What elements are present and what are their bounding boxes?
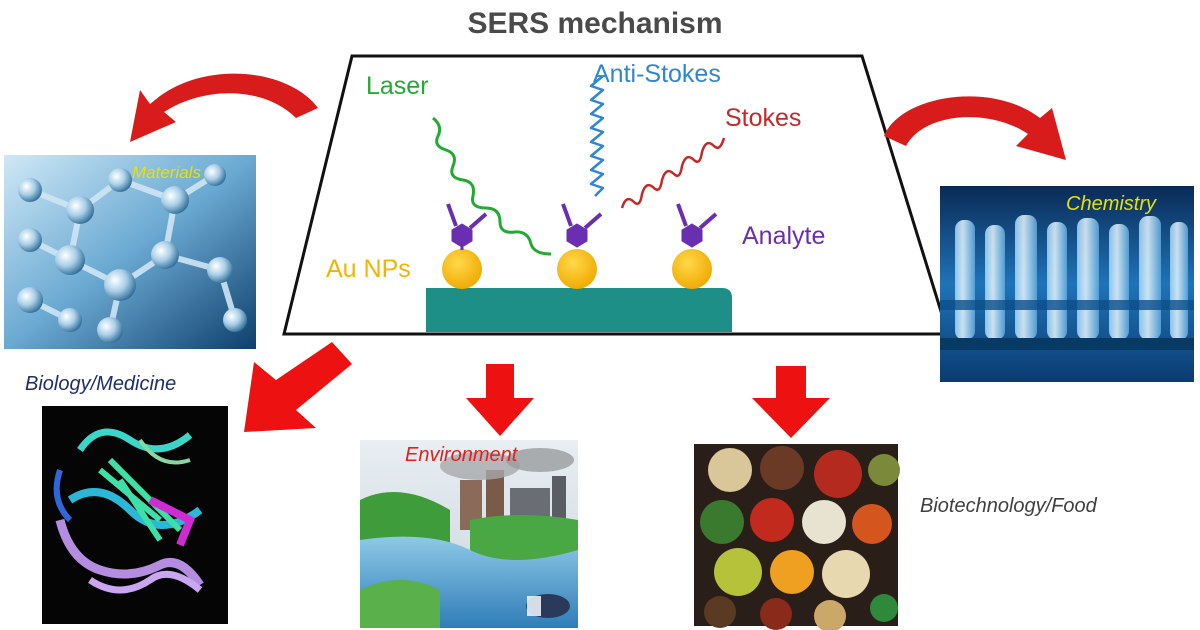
curved-arrow-chemistry (884, 96, 1066, 160)
analyte-molecule (676, 203, 718, 248)
biotech-food-label: Biotechnology/Food (920, 495, 1098, 517)
environment-label: Environment (405, 444, 519, 466)
biology-label: Biology/Medicine (25, 373, 176, 395)
materials-image (4, 155, 256, 349)
anti-stokes-wave (589, 75, 605, 197)
arrow-food (752, 366, 830, 438)
au-nps-label: Au NPs (326, 255, 411, 283)
stokes-wave (620, 137, 726, 209)
food-image (694, 444, 900, 630)
laser-wave (432, 116, 552, 256)
au-nanoparticle (672, 249, 712, 289)
arrow-environment (466, 364, 534, 436)
materials-label: Materials (132, 163, 201, 182)
arrow-biology (244, 342, 352, 432)
au-nanoparticle (557, 249, 597, 289)
chemistry-label: Chemistry (1066, 193, 1157, 215)
biology-image (42, 406, 228, 624)
environment-image (360, 440, 578, 628)
analyte-molecule (561, 203, 603, 248)
anti-stokes-label: Anti-Stokes (593, 60, 721, 88)
substrate-block (426, 288, 732, 332)
au-nanoparticle (442, 249, 482, 289)
analyte-molecule (446, 203, 488, 250)
chemistry-image (940, 186, 1194, 382)
analyte-label: Analyte (742, 222, 825, 250)
curved-arrow-materials (130, 73, 318, 142)
laser-label: Laser (366, 72, 429, 100)
stokes-label: Stokes (725, 104, 801, 132)
diagram-title: SERS mechanism (467, 7, 722, 40)
